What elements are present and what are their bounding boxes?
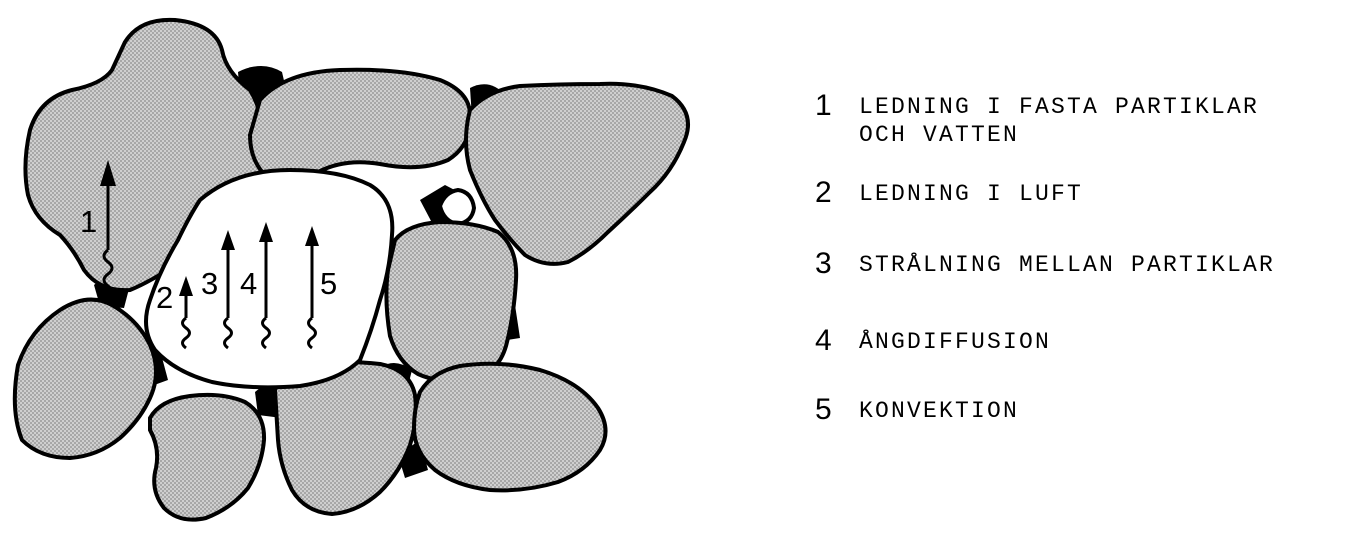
legend-item-4: 4 ÅNGDIFFUSION	[815, 325, 1051, 357]
arrow-3-label: 3	[201, 266, 218, 301]
legend-text-2: LEDNING I LUFT	[859, 177, 1083, 208]
legend-item-2: 2 LEDNING I LUFT	[815, 177, 1083, 209]
legend-number-5: 5	[815, 394, 859, 426]
legend-text-3: STRÅLNING MELLAN PARTIKLAR	[859, 248, 1275, 279]
legend-number-3: 3	[815, 248, 859, 280]
legend-text-1: LEDNING I FASTA PARTIKLAR OCH VATTEN	[859, 90, 1259, 149]
legend-number-2: 2	[815, 177, 859, 209]
legend-text-5: KONVEKTION	[859, 394, 1019, 425]
legend-text-4: ÅNGDIFFUSION	[859, 325, 1051, 356]
particle-top-center	[250, 70, 470, 182]
particle-small-pore	[440, 190, 474, 224]
particle-bottom-right	[414, 364, 606, 491]
arrow-1-label: 1	[80, 204, 97, 239]
legend-item-1: 1 LEDNING I FASTA PARTIKLAR OCH VATTEN	[815, 90, 1259, 149]
arrow-2-label: 2	[156, 280, 173, 315]
soil-particle-diagram: 1 2 3 4 5	[0, 0, 810, 538]
legend-item-3: 3 STRÅLNING MELLAN PARTIKLAR	[815, 248, 1275, 280]
particle-middle-right	[386, 222, 516, 381]
legend: 1 LEDNING I FASTA PARTIKLAR OCH VATTEN 2…	[815, 0, 1354, 538]
legend-number-4: 4	[815, 325, 859, 357]
legend-item-5: 5 KONVEKTION	[815, 394, 1019, 426]
legend-number-1: 1	[815, 90, 859, 122]
arrow-4-label: 4	[240, 266, 257, 301]
particle-left-lower	[15, 300, 156, 458]
arrow-5-label: 5	[320, 266, 337, 301]
particle-bottom-left	[150, 395, 264, 520]
